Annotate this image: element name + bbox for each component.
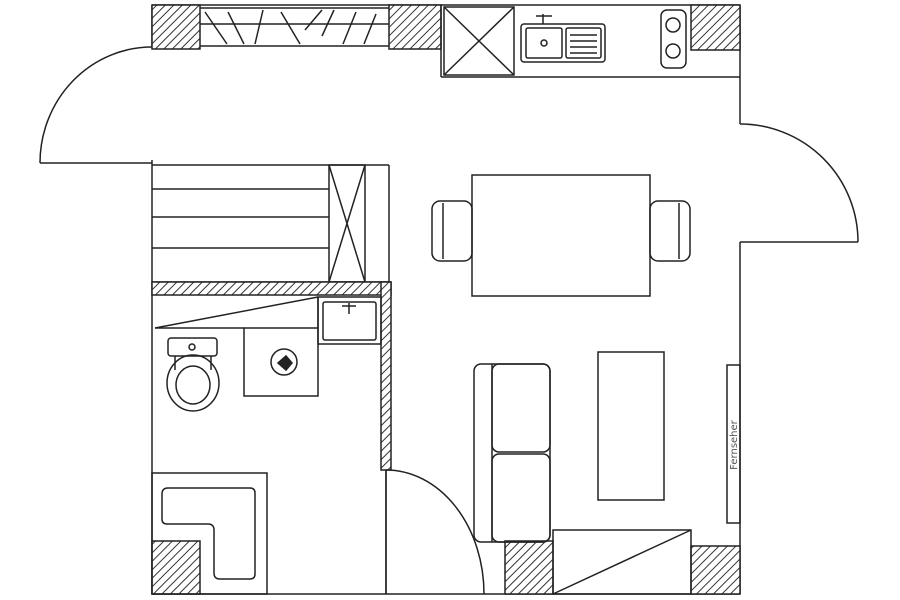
corner-shelf: [552, 529, 692, 595]
pillar-bottom-right: [690, 545, 741, 595]
toilet: [166, 337, 220, 412]
entrance-door: [39, 46, 153, 164]
dining-table: [471, 174, 651, 297]
pillar-top-right: [690, 4, 741, 51]
wall-pillars: [151, 4, 741, 595]
outer-walls: [151, 4, 741, 595]
dining-chair-right: [649, 200, 691, 262]
sofa: [473, 363, 551, 543]
coffee-table: [597, 351, 665, 501]
balcony-door: [739, 123, 859, 243]
pillar-bottom-left: [151, 540, 201, 595]
dining-chair-left: [431, 200, 473, 262]
bathroom-door: [385, 469, 485, 595]
bathroom-walls: [151, 281, 392, 471]
tv-stand: [726, 364, 741, 524]
shower: [151, 472, 268, 595]
wardrobe: [152, 164, 390, 283]
top-window: [200, 7, 389, 47]
kitchen-stove: [660, 9, 687, 69]
kitchen-counter: [440, 5, 740, 78]
pillar-bottom-middle: [504, 540, 554, 595]
washing-machine: [243, 327, 319, 397]
kitchen-cabinet: [443, 6, 515, 76]
washbasin: [317, 296, 382, 345]
tv-label: Fernseher: [729, 419, 740, 469]
kitchen-sink: [520, 14, 606, 63]
pillar-top-left: [151, 4, 201, 50]
pillar-top-middle: [388, 4, 442, 50]
dining-area: [431, 174, 691, 297]
